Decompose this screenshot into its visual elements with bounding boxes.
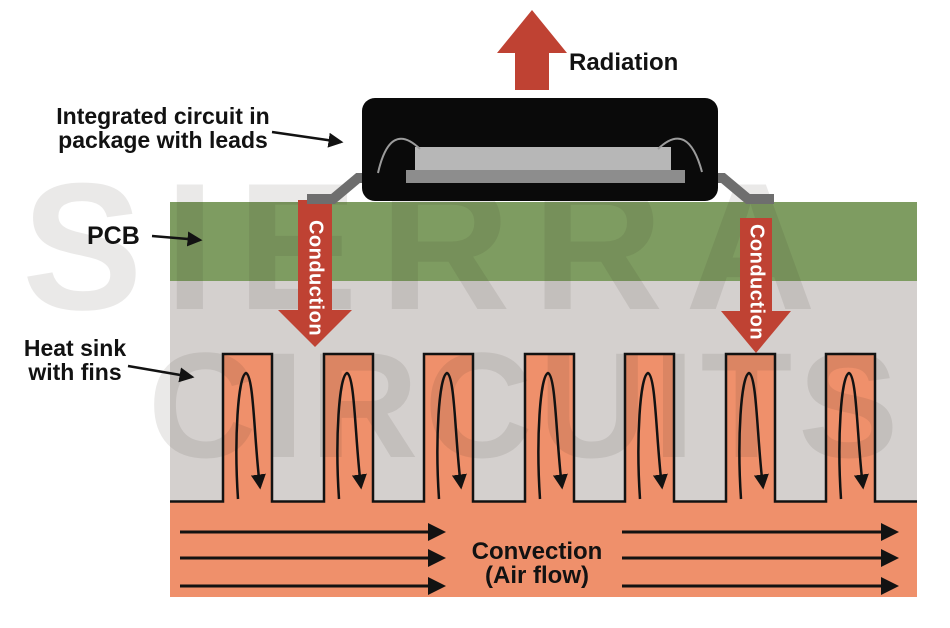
convection-flow-arrows: [180, 523, 899, 595]
airflow-loop-arrow: [336, 371, 367, 500]
conduction-arrow-right: [721, 218, 791, 353]
heatsink-label-line1: Heat sink: [23, 335, 127, 361]
conduction-arrow-left: [278, 200, 352, 347]
airflow-loop-arrow: [537, 371, 568, 500]
airflow-loop-arrow: [738, 371, 769, 500]
bond-wire-right: [657, 137, 703, 173]
pcb-label-arrow: [151, 231, 203, 247]
convection-label-line2: (Air flow): [485, 562, 589, 589]
airflow-loop-arrow: [235, 371, 266, 500]
ic-die: [415, 147, 671, 170]
heatsink-fin-outline: [170, 352, 917, 503]
convection-label: Convection (Air flow): [437, 540, 637, 588]
conduction-label-right: Conduction: [745, 223, 768, 341]
ic-package-label-line2: package with leads: [58, 127, 268, 153]
bond-wire-left: [377, 137, 421, 174]
pcb-label: PCB: [87, 222, 140, 250]
radiation-label: Radiation: [569, 49, 679, 76]
convection-label-line1: Convection: [471, 538, 603, 565]
airflow-loop-arrows: [235, 371, 869, 500]
ic-die-pad: [406, 170, 685, 183]
conduction-label-left: Conduction: [304, 219, 327, 337]
heatsink-label-arrow: [127, 364, 195, 383]
heatsink-label-line2: with fins: [28, 359, 122, 385]
heatsink-label: Heat sink with fins: [5, 336, 145, 384]
ic-package-group: [307, 98, 774, 204]
ic-package-label: Integrated circuit in package with leads: [33, 104, 293, 152]
airflow-loop-arrow: [436, 371, 467, 500]
radiation-arrow: [497, 10, 567, 90]
ic-label-arrow: [271, 130, 344, 148]
ic-package-label-line1: Integrated circuit in: [56, 103, 270, 129]
airflow-loop-arrow: [637, 371, 668, 500]
airflow-loop-arrow: [838, 371, 869, 500]
convection-airflow-zone: [170, 502, 917, 597]
pcb-layer: [170, 202, 917, 281]
